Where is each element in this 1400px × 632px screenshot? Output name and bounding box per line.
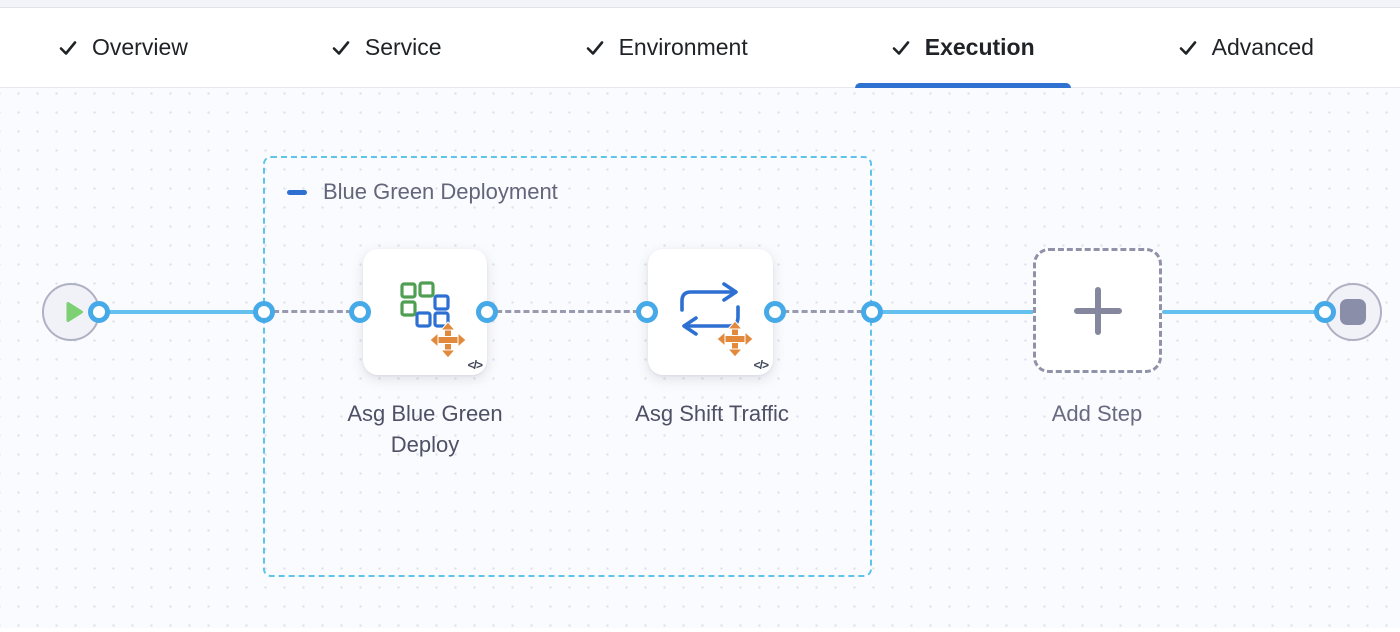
tab-advanced[interactable]: Advanced [1142, 8, 1350, 87]
asg-shift-traffic-icon [680, 282, 754, 358]
port-start-out[interactable] [88, 301, 110, 323]
tab-label: Overview [92, 34, 188, 60]
step-node-asg-blue-green-deploy[interactable]: </> [363, 249, 487, 375]
edge-group-to-addstep [872, 310, 1034, 314]
tab-bar: Overview Service Environment Execution A… [0, 8, 1400, 88]
port-step2-in[interactable] [636, 301, 658, 323]
top-strip [0, 0, 1400, 8]
port-end-in[interactable] [1314, 301, 1336, 323]
pipeline-canvas[interactable]: Blue Green Deployment [0, 89, 1400, 632]
step-node-asg-shift-traffic[interactable]: </> [648, 249, 773, 375]
add-step-button[interactable] [1033, 248, 1162, 373]
plus-icon [1073, 286, 1122, 335]
check-icon [332, 40, 350, 55]
code-icon: </> [753, 358, 769, 372]
tab-execution[interactable]: Execution [854, 8, 1071, 88]
step-group-label: Blue Green Deployment [323, 179, 558, 204]
check-icon [1179, 40, 1196, 55]
port-group-in[interactable] [253, 301, 275, 323]
edge-step2-to-groupborder [774, 310, 872, 313]
port-step1-in[interactable] [349, 301, 371, 323]
edge-addstep-to-end [1162, 310, 1326, 314]
port-group-out[interactable] [861, 301, 883, 323]
check-icon [59, 40, 77, 55]
tab-overview[interactable]: Overview [22, 8, 224, 87]
port-step2-out[interactable] [764, 301, 786, 323]
collapse-group-minus-icon[interactable] [287, 189, 307, 195]
tab-label: Advanced [1211, 34, 1314, 60]
check-icon [586, 40, 603, 55]
port-step1-out[interactable] [476, 301, 498, 323]
add-step-label: Add Step [1051, 401, 1143, 426]
step-group-blue-green-deployment [263, 156, 872, 577]
code-icon: </> [467, 358, 483, 372]
asg-blue-green-deploy-icon [400, 281, 467, 359]
tab-environment[interactable]: Environment [549, 8, 784, 87]
check-icon [892, 40, 910, 55]
step-label-asg-blue-green-deploy: Asg Blue Green Deploy [347, 401, 503, 457]
bottom-strip [0, 628, 1400, 632]
edge-step1-to-step2 [487, 310, 648, 313]
tab-label: Environment [618, 34, 748, 60]
step-group-header: Blue Green Deployment [287, 179, 558, 205]
tab-label: Service [364, 34, 442, 60]
edge-start-to-group [99, 310, 265, 314]
tab-service[interactable]: Service [295, 8, 478, 87]
step-label-asg-shift-traffic: Asg Shift Traffic [635, 401, 789, 426]
play-icon [66, 302, 83, 322]
edge-groupborder-to-step1 [264, 310, 361, 313]
stop-icon [1340, 299, 1366, 325]
tab-label: Execution [924, 34, 1035, 60]
